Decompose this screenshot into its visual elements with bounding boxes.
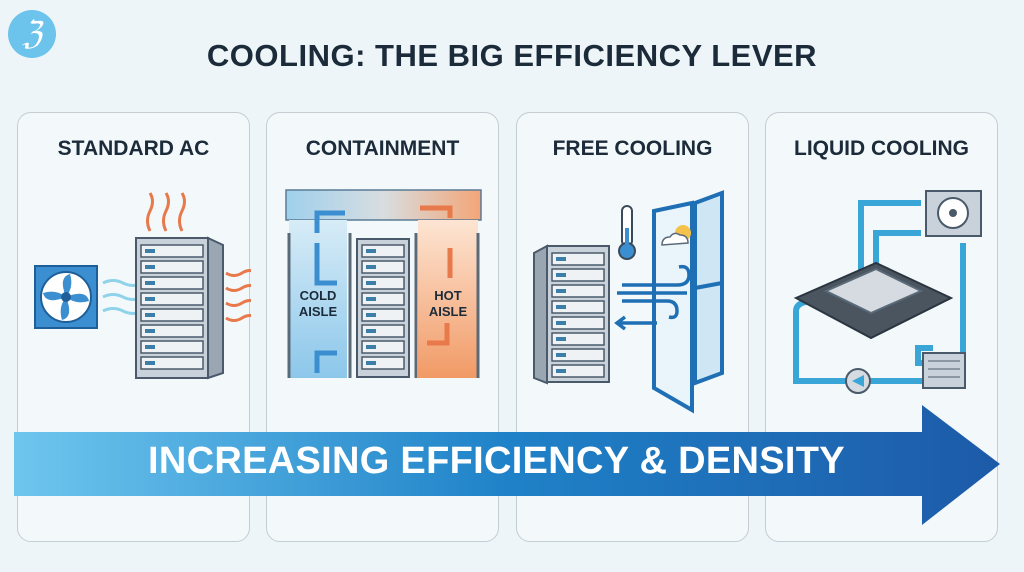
standard-ac-illustration — [34, 192, 251, 380]
server-unit — [551, 332, 605, 346]
open-window-icon — [652, 190, 724, 414]
server-led — [145, 345, 155, 349]
server-unit — [140, 260, 204, 274]
server-unit — [551, 268, 605, 282]
heat-arrows — [146, 192, 251, 322]
hot-aisle — [418, 220, 478, 378]
panel-title: STANDARD AC — [57, 137, 210, 160]
efficiency-arrow — [14, 405, 1000, 525]
radiator-fan-icon — [925, 190, 982, 237]
heat-exchanger-icon — [922, 352, 966, 389]
server-led — [556, 337, 566, 341]
server-led — [366, 281, 376, 285]
panel-title: FREE COOLING — [552, 137, 713, 160]
arrow-label: INCREASING EFFICIENCY & DENSITY — [148, 440, 845, 482]
server-led — [145, 313, 155, 317]
thermometer-icon — [618, 205, 636, 260]
liquid-cooling-illustration — [793, 190, 982, 394]
panel-title: CONTAINMENT — [305, 137, 460, 160]
server-unit — [361, 324, 405, 338]
hot-air-arrows — [420, 205, 453, 346]
server-unit — [140, 276, 204, 290]
server-unit — [361, 308, 405, 322]
cold-air-arrows — [314, 210, 345, 373]
cpu-chip-icon — [793, 261, 954, 340]
server-led — [145, 329, 155, 333]
server-led — [366, 329, 376, 333]
server-led — [556, 257, 566, 261]
server-led — [366, 249, 376, 253]
pump-icon — [845, 368, 871, 394]
server-unit — [361, 356, 405, 370]
server-unit — [361, 260, 405, 274]
server-unit — [140, 244, 204, 258]
server-led — [145, 281, 155, 285]
server-led — [366, 361, 376, 365]
server-led — [556, 273, 566, 277]
server-led — [556, 305, 566, 309]
hot-aisle-label-1: HOT — [434, 288, 462, 303]
server-unit — [551, 252, 605, 266]
server-led — [145, 361, 155, 365]
server-led — [556, 369, 566, 373]
page-title: COOLING: THE BIG EFFICIENCY LEVER — [206, 38, 818, 73]
server-led — [145, 249, 155, 253]
fan-icon — [34, 265, 98, 329]
logo: ℨ — [8, 10, 56, 58]
server-unit — [361, 340, 405, 354]
free-cooling-illustration — [533, 190, 724, 414]
containment-illustration: COLD AISLE HOT AISLE — [285, 189, 482, 378]
server-led — [366, 265, 376, 269]
server-rack-icon — [533, 244, 610, 385]
server-led — [145, 265, 155, 269]
server-led — [145, 297, 155, 301]
server-led — [556, 289, 566, 293]
panel-containment: CONTAINMENT COLD AISLE HOT AISLE — [266, 112, 499, 542]
server-led — [366, 313, 376, 317]
server-unit — [361, 276, 405, 290]
server-unit — [361, 244, 405, 258]
server-unit — [551, 316, 605, 330]
server-led — [556, 353, 566, 357]
server-unit — [551, 364, 605, 378]
cold-aisle-label-1: COLD — [300, 288, 337, 303]
server-rack-icon — [356, 238, 410, 378]
cold-aisle-label-2: AISLE — [299, 304, 338, 319]
server-unit — [140, 340, 204, 354]
server-unit — [551, 300, 605, 314]
server-unit — [140, 292, 204, 306]
server-rack-icon — [135, 236, 224, 380]
server-unit — [140, 324, 204, 338]
server-unit — [361, 292, 405, 306]
server-led — [366, 297, 376, 301]
server-led — [366, 345, 376, 349]
wind-icon — [614, 264, 691, 331]
server-unit — [140, 356, 204, 370]
server-led — [556, 321, 566, 325]
server-unit — [551, 284, 605, 298]
server-unit — [140, 308, 204, 322]
hot-aisle-label-2: AISLE — [429, 304, 468, 319]
server-unit — [551, 348, 605, 362]
panel-title: LIQUID COOLING — [794, 137, 969, 160]
sun-cloud-icon — [661, 225, 691, 246]
